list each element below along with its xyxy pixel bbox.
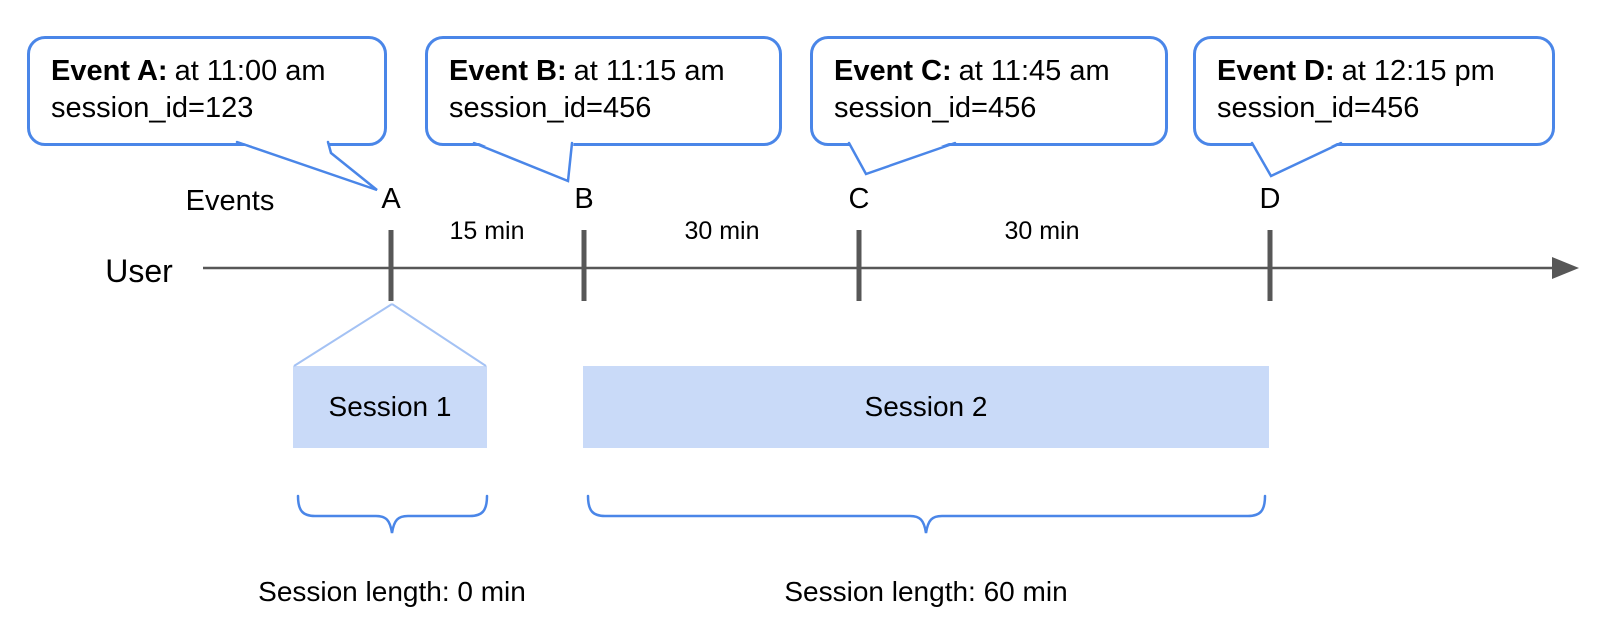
event-d-callout-line1: Event D:at 12:15 pm — [1217, 53, 1534, 90]
event-c-label: C — [848, 183, 870, 215]
session-2-bar: Session 2 — [583, 366, 1269, 448]
event-b-callout-line1: Event B:at 11:15 am — [449, 53, 761, 90]
event-a-callout: Event A:at 11:00 am session_id=123 — [27, 36, 387, 146]
event-a-callout-line1: Event A:at 11:00 am — [51, 53, 366, 90]
session-2-length-label: Session length: 60 min — [784, 576, 1068, 607]
session-1-bar-label: Session 1 — [328, 391, 452, 422]
interval-label-b-c: 30 min — [684, 217, 760, 245]
event-b-callout-tail — [472, 140, 574, 183]
session-1-brace — [296, 494, 489, 534]
event-a-label: A — [381, 183, 401, 215]
event-d-label: D — [1259, 183, 1281, 215]
event-a-callout-session-id: session_id=123 — [51, 92, 254, 124]
session-1-funnel-lines — [293, 303, 487, 367]
event-d-callout: Event D:at 12:15 pm session_id=456 — [1193, 36, 1555, 146]
event-d-callout-time: at 12:15 pm — [1341, 55, 1495, 87]
event-b-callout-name: Event B: — [449, 55, 567, 87]
session-2-bar-label: Session 2 — [864, 391, 988, 422]
event-b-callout-session-id: session_id=456 — [449, 92, 652, 124]
session-1-bar: Session 1 — [293, 366, 487, 448]
event-d-callout-session-id: session_id=456 — [1217, 92, 1420, 124]
event-d-callout-name: Event D: — [1217, 55, 1335, 87]
timeline-arrowhead-icon — [1552, 257, 1579, 279]
event-b-callout-time: at 11:15 am — [573, 55, 725, 87]
event-b-callout: Event B:at 11:15 am session_id=456 — [425, 36, 782, 146]
user-lane-label: User — [105, 253, 173, 289]
session-1-length-label: Session length: 0 min — [258, 576, 526, 607]
event-b-label: B — [574, 183, 594, 215]
interval-label-c-d: 30 min — [1004, 217, 1080, 245]
event-c-callout-name: Event C: — [834, 55, 952, 87]
event-c-callout: Event C:at 11:45 am session_id=456 — [810, 36, 1168, 146]
event-c-callout-time: at 11:45 am — [958, 55, 1110, 87]
event-a-callout-name: Event A: — [51, 55, 168, 87]
events-row-label: Events — [185, 185, 275, 217]
event-c-callout-session-id: session_id=456 — [834, 92, 1037, 124]
event-a-callout-time: at 11:00 am — [174, 55, 326, 87]
event-a-callout-tail — [235, 140, 378, 192]
event-c-callout-line1: Event C:at 11:45 am — [834, 53, 1147, 90]
interval-label-a-b: 15 min — [449, 217, 525, 245]
session-2-brace — [586, 494, 1267, 534]
